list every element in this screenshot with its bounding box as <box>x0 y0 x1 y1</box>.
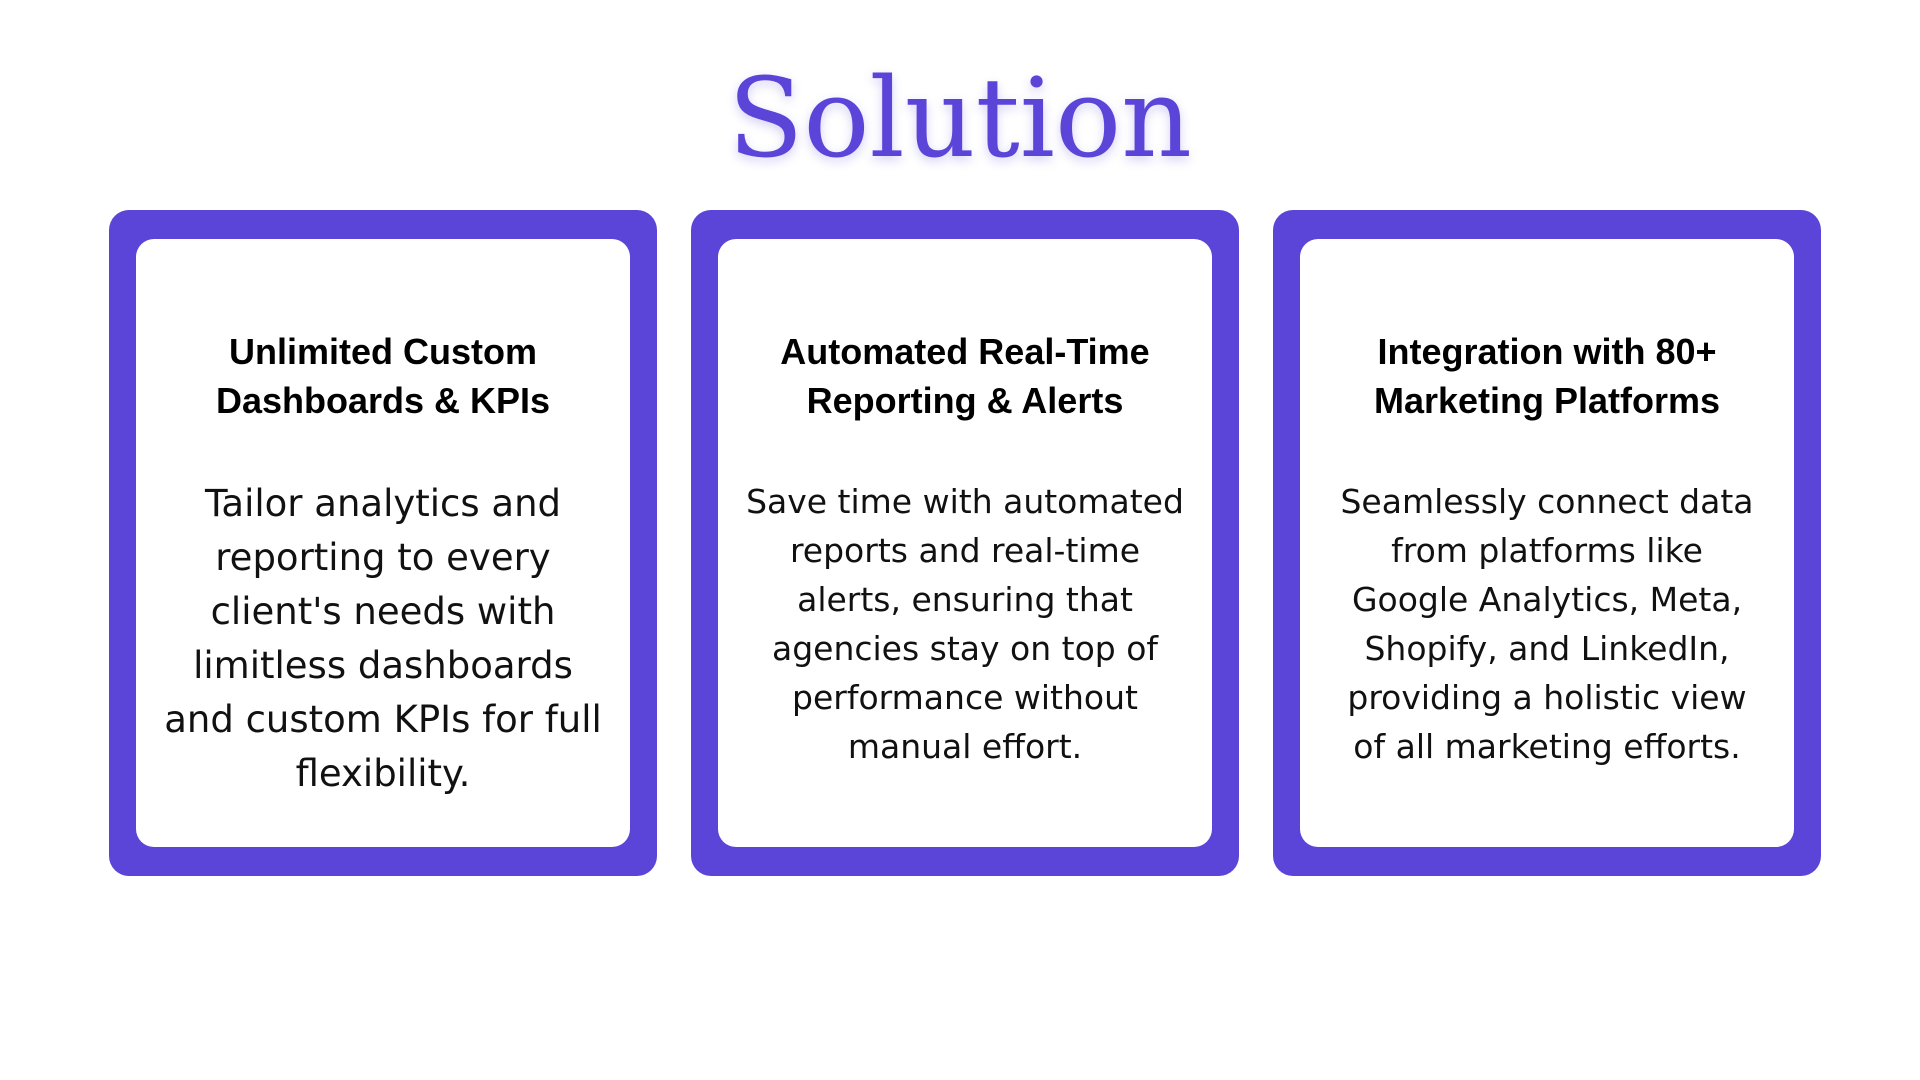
card-content: Integration with 80+ Marketing Platforms… <box>1300 239 1794 847</box>
card-heading: Integration with 80+ Marketing Platforms <box>1373 331 1721 421</box>
slide-title: Solution <box>727 54 1193 182</box>
solution-card-reporting: Automated Real-Time Reporting & Alerts S… <box>691 210 1239 876</box>
card-content: Unlimited Custom Dashboards & KPIs Tailo… <box>136 239 630 847</box>
card-heading: Unlimited Custom Dashboards & KPIs <box>215 331 551 421</box>
card-content: Automated Real-Time Reporting & Alerts S… <box>718 239 1212 847</box>
card-description: Seamlessly connect data from platforms l… <box>1340 482 1754 766</box>
card-description: Tailor analytics and reporting to every … <box>164 482 602 795</box>
solution-card-integration: Integration with 80+ Marketing Platforms… <box>1273 210 1821 876</box>
solution-card-dashboards: Unlimited Custom Dashboards & KPIs Tailo… <box>109 210 657 876</box>
card-heading: Automated Real-Time Reporting & Alerts <box>780 331 1150 421</box>
card-description: Save time with automated reports and rea… <box>746 482 1184 766</box>
solution-cards: Unlimited Custom Dashboards & KPIs Tailo… <box>109 210 1821 876</box>
